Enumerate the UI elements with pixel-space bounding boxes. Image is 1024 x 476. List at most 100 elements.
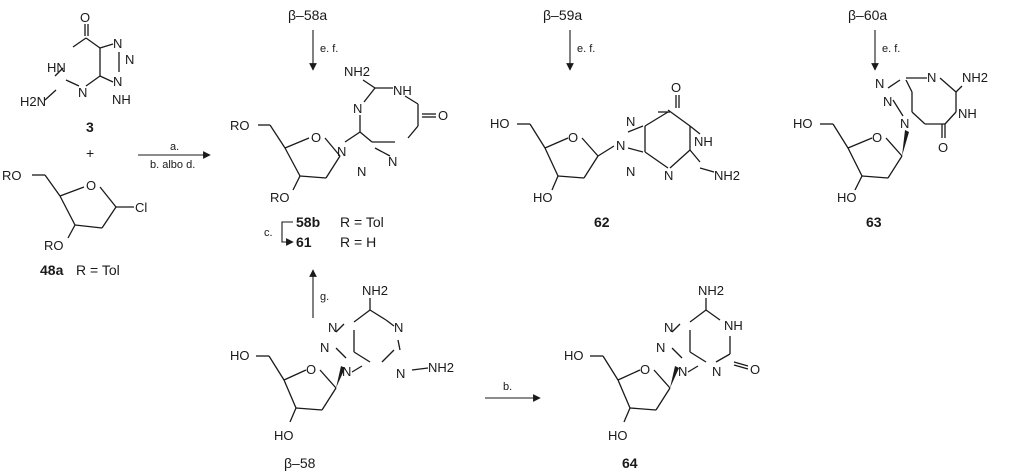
chlorine-atom: Cl (135, 200, 147, 215)
n-atom: N (78, 85, 87, 100)
reaction-arrow-g: g. (309, 269, 329, 318)
arrow-60a: β–60a e. f. (848, 7, 900, 71)
substituent-note: R = Tol (76, 262, 120, 278)
amino-atom: NH2 (714, 168, 740, 183)
amino-atom: NH2 (962, 70, 988, 85)
hydroxyl-group: HO (793, 116, 813, 131)
condition-above: a. (170, 141, 179, 153)
hydroxyl-group: HO (608, 428, 628, 443)
compound-58: NH2 N N N N N NH2 HO O HO β–58 (230, 283, 454, 471)
amino-label: NH2 (428, 360, 454, 375)
oxo-atom: O (938, 140, 948, 155)
amino-label: NH2 (362, 283, 388, 298)
n-atom: N (678, 364, 687, 379)
n-atom: N (927, 70, 936, 85)
compound-label: 48a (40, 262, 64, 278)
amino-atom: NH2 (344, 64, 370, 79)
stereo-wedge (902, 130, 909, 156)
hydroxyl-group: HO (533, 190, 553, 205)
compound-label: 63 (866, 214, 882, 230)
oxo-atom: O (750, 362, 760, 377)
reaction-arrow-b: b. (485, 381, 541, 402)
n-atom: N (616, 138, 625, 153)
amino-label: NH2 (698, 283, 724, 298)
stereo-wedge (670, 366, 679, 388)
ro-group: RO (270, 190, 290, 205)
nh-atom: NH (694, 134, 713, 149)
arrow-58a: β–58a e. f. (288, 7, 338, 71)
nh-atom: NH (958, 106, 977, 121)
hydroxyl-group: HO (490, 116, 510, 131)
substituent-note: R = H (340, 234, 376, 250)
ring-oxygen: O (640, 362, 650, 377)
n-atom: N (320, 340, 329, 355)
n-atom: N (113, 36, 122, 51)
nh-atom: NH (112, 92, 131, 107)
reaction-arrow-main: a. b. albo d. (138, 141, 211, 171)
nh-atom: HN (47, 60, 66, 75)
compound-48a: RO O Cl RO 48a R = Tol (2, 168, 147, 278)
n-atom: N (900, 116, 909, 131)
n-atom: N (664, 320, 673, 335)
n-atom: N (883, 94, 892, 109)
compound-label: 3 (86, 119, 94, 135)
n-atom: N (113, 74, 122, 89)
amino-atom: NH2 (698, 283, 724, 298)
nh-atom: NH (393, 83, 412, 98)
hydroxyl-group: HO (564, 348, 584, 363)
plus-sign: + (86, 145, 94, 161)
compound-label: 58b (296, 214, 320, 230)
n-atom: N (396, 366, 405, 381)
reference-label: β–58 (284, 455, 316, 471)
ring-oxygen: O (306, 362, 316, 377)
n-atom: N (656, 340, 665, 355)
ro-group: RO (2, 168, 22, 183)
hydroxyl-group: HO (230, 348, 250, 363)
stereo-wedge (336, 366, 345, 388)
reference-label: β–60a (848, 7, 887, 23)
condition-label: e. f. (882, 43, 900, 55)
n-atom: N (394, 320, 403, 335)
arrow-59a: β–59a e. f. (543, 7, 595, 71)
n-atom: N (875, 76, 884, 91)
amino-atom: H2N (20, 94, 46, 109)
hydroxyl-group: HO (837, 190, 857, 205)
condition-label: g. (320, 291, 329, 303)
condition-label: e. f. (320, 43, 338, 55)
nh-atom: NH (724, 318, 743, 333)
amino-label: NH2 (962, 70, 988, 85)
n-atom: N (328, 320, 337, 335)
compound-64: NH2 NH O N N N N HO O HO 64 (564, 283, 760, 471)
n-atom: N (357, 164, 366, 179)
condition-below: b. albo d. (150, 159, 195, 171)
hydroxyl-group: HO (274, 428, 294, 443)
compound-63: N N N N NH2 NH O HO O HO 63 (793, 70, 988, 230)
oxo-atom: O (80, 10, 90, 25)
n-atom: N (712, 364, 721, 379)
amino-label: NH2 (714, 168, 740, 183)
compound-58b-61: NH2 NH O N N N N RO O RO c. 58b R = Tol … (230, 64, 448, 250)
n-atom: N (337, 144, 346, 159)
amino-label: NH2 (344, 64, 370, 79)
condition-label: e. f. (577, 43, 595, 55)
reference-label: β–58a (288, 7, 327, 23)
n-atom: N (664, 168, 673, 183)
compound-label: 62 (594, 214, 610, 230)
amino-atom: NH2 (428, 360, 454, 375)
compound-label: 64 (622, 455, 638, 471)
compound-3: O HN N N N N NH H2N 3 (20, 10, 134, 135)
n-atom: N (626, 164, 635, 179)
n-atom: N (626, 114, 635, 129)
amino-label: H2N (20, 94, 46, 109)
substituent-note: R = Tol (340, 214, 384, 230)
n-atom: N (125, 52, 134, 67)
n-atom: N (388, 154, 397, 169)
reference-label: β–59a (543, 7, 582, 23)
ring-oxygen: O (311, 130, 321, 145)
n-atom: N (353, 101, 362, 116)
oxo-atom: O (671, 80, 681, 95)
step-c-label: c. (264, 227, 273, 239)
condition-label: b. (503, 381, 512, 393)
compound-62: O NH NH2 N N N N HO O HO 62 (490, 80, 740, 230)
